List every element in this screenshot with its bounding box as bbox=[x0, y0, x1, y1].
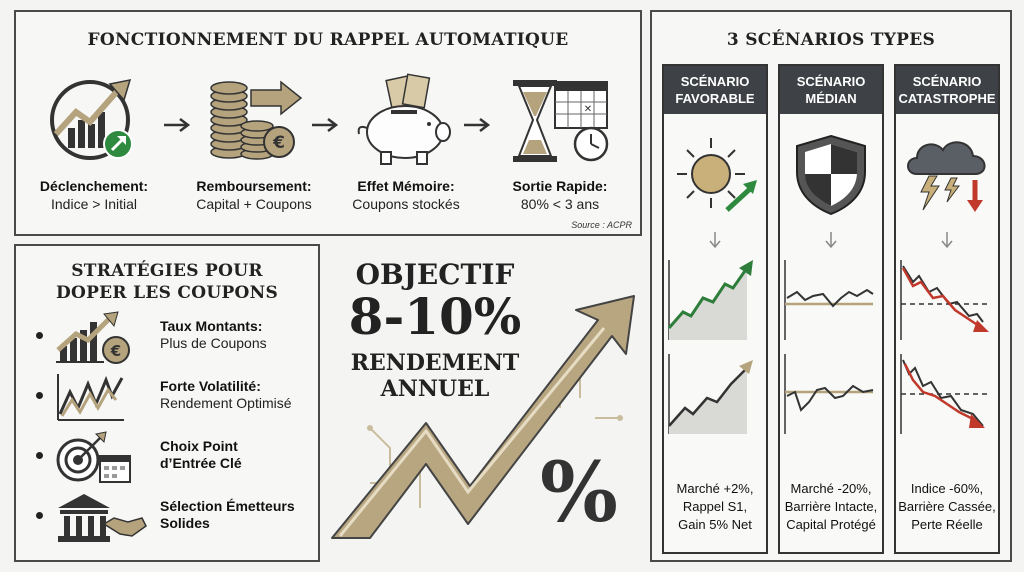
step-desc: Capital + Coupons bbox=[196, 196, 312, 212]
piggy-bank-icon bbox=[357, 73, 451, 165]
scenarios-title: 3 SCÉNARIOS TYPES bbox=[726, 30, 936, 50]
uptrend-chart-icon bbox=[667, 260, 753, 340]
scenario-result-line: Barrière Intacte, bbox=[784, 499, 878, 514]
bullet bbox=[36, 392, 43, 399]
rising-arrow-icon bbox=[331, 295, 635, 539]
source-note: Source : ACPR bbox=[571, 220, 632, 230]
trend-up-check-icon bbox=[50, 79, 133, 160]
flow-arrow-icon bbox=[312, 118, 339, 132]
svg-text:✕: ✕ bbox=[584, 104, 592, 115]
flat-chart-icon bbox=[784, 260, 874, 340]
strategy-name: Taux Montants: bbox=[160, 318, 263, 334]
step-desc: Coupons stockés bbox=[352, 196, 460, 212]
strategy-name: Sélection Émetteurs Solides bbox=[160, 498, 295, 532]
bank-handshake-icon bbox=[58, 494, 147, 542]
chart-euro-icon: € bbox=[56, 311, 130, 364]
strategy-item: Forte Volatilité: Rendement Optimisé bbox=[30, 370, 316, 426]
shield-icon bbox=[796, 134, 866, 216]
strategy-name-line2: d’Entrée Clé bbox=[160, 455, 242, 471]
scenario-favorable: SCÉNARIO FAVORABLE bbox=[662, 64, 768, 554]
strategy-item: Sélection Émetteurs Solides bbox=[30, 490, 316, 546]
scenario-header-line1: SCÉNARIO bbox=[680, 74, 750, 89]
bullet bbox=[36, 452, 43, 459]
scenario-header: SCÉNARIO FAVORABLE bbox=[664, 66, 766, 114]
scenario-header-line2: FAVORABLE bbox=[675, 91, 755, 106]
downtrend-chart-icon bbox=[900, 260, 991, 340]
objective-value: 8-10% bbox=[348, 287, 522, 346]
strategy-name-line1: Sélection Émetteurs bbox=[160, 498, 295, 514]
scenario-result-line: Barrière Cassée, bbox=[898, 499, 996, 514]
strategy-name: Forte Volatilité: bbox=[160, 378, 261, 394]
scenario-result: Marché +2%, Rappel S1, Gain 5% Net bbox=[664, 480, 766, 534]
strategy-item: Choix Point d’Entrée Clé bbox=[30, 430, 316, 486]
scenario-header: SCÉNARIO CATASTROPHE bbox=[896, 66, 998, 114]
svg-text:€: € bbox=[110, 342, 121, 360]
down-arrow-icon bbox=[709, 232, 721, 249]
strategy-desc: Rendement Optimisé bbox=[160, 395, 292, 411]
bullet bbox=[36, 512, 43, 519]
step-desc: 80% < 3 ans bbox=[520, 196, 600, 212]
step-exit: ✕ Sortie Rapide: 80% < 3 ans bbox=[490, 72, 630, 212]
down-arrow-icon bbox=[825, 232, 837, 249]
scenario-result: Indice -60%, Barrière Cassée, Perte Réel… bbox=[896, 480, 998, 534]
target-calendar-icon bbox=[56, 431, 131, 483]
svg-text:€: € bbox=[272, 133, 285, 153]
mechanism-panel: FONCTIONNEMENT DU RAPPEL AUTOMATIQUE Déc… bbox=[14, 10, 642, 236]
scenario-header-line2: MÉDIAN bbox=[805, 91, 857, 106]
storm-cloud-icon bbox=[907, 141, 986, 212]
step-trigger: Déclenchement: Indice > Initial bbox=[24, 72, 164, 212]
objective-section: OBJECTIF 8-10% RENDEMENT ANNUEL % bbox=[330, 248, 640, 558]
scenario-header-line1: SCÉNARIO bbox=[912, 74, 982, 89]
strategy-name: Choix Point d’Entrée Clé bbox=[160, 438, 242, 472]
coins-euro-icon: € bbox=[210, 80, 303, 160]
scenario-catastrophe: SCÉNARIO CATASTROPHE Indice -60%, bbox=[894, 64, 1000, 554]
strategy-desc: Plus de Coupons bbox=[160, 335, 267, 351]
scenario-result-line: Gain 5% Net bbox=[678, 517, 752, 532]
flow-arrow-icon bbox=[164, 118, 191, 132]
step-name: Effet Mémoire: bbox=[357, 178, 455, 194]
zigzag-chart-icon bbox=[57, 374, 124, 421]
rising-chart-icon bbox=[668, 354, 753, 434]
step-repayment: € Remboursement: Capital + Coupons bbox=[184, 72, 324, 212]
sun-arrow-icon bbox=[677, 138, 757, 212]
hourglass-calendar-icon: ✕ bbox=[513, 80, 609, 162]
scenario-header-line2: CATASTROPHE bbox=[898, 91, 996, 106]
strategy-item: € Taux Montants: Plus de Coupons bbox=[30, 310, 316, 366]
mechanism-title: FONCTIONNEMENT DU RAPPEL AUTOMATIQUE bbox=[87, 30, 569, 50]
step-name: Remboursement: bbox=[196, 178, 312, 194]
scenario-result-line: Marché +2%, bbox=[676, 481, 754, 496]
objective-label: OBJECTIF bbox=[355, 258, 515, 291]
scenario-result-line: Indice -60%, bbox=[910, 481, 984, 496]
strategies-panel: STRATÉGIES POUR DOPER LES COUPONS € Taux… bbox=[14, 244, 320, 562]
percent-sign: % bbox=[540, 445, 618, 541]
strategies-title-line2: DOPER LES COUPONS bbox=[55, 283, 279, 303]
bullet bbox=[36, 332, 43, 339]
sideways-chart-icon bbox=[784, 354, 874, 434]
strategies-title: STRATÉGIES POUR DOPER LES COUPONS bbox=[16, 260, 318, 304]
crash-chart-icon bbox=[900, 354, 991, 434]
scenarios-panel: 3 SCÉNARIOS TYPES SCÉNARIO FAVORABLE bbox=[650, 10, 1012, 562]
scenario-median: SCÉNARIO MÉDIAN Marché -20%, Barrière Int… bbox=[778, 64, 884, 554]
strategy-name-line2: Solides bbox=[160, 515, 210, 531]
down-arrow-icon bbox=[941, 232, 953, 249]
step-name: Sortie Rapide: bbox=[512, 178, 608, 194]
strategies-title-line1: STRATÉGIES POUR bbox=[71, 261, 263, 281]
step-memory: Effet Mémoire: Coupons stockés bbox=[336, 72, 476, 212]
scenario-result: Marché -20%, Barrière Intacte, Capital P… bbox=[780, 480, 882, 534]
step-name: Déclenchement: bbox=[39, 178, 149, 194]
objective-subtitle-line2: ANNUEL bbox=[380, 376, 490, 402]
scenario-header: SCÉNARIO MÉDIAN bbox=[780, 66, 882, 114]
objective-subtitle-line1: RENDEMENT bbox=[350, 350, 520, 376]
scenario-header-line1: SCÉNARIO bbox=[796, 74, 866, 89]
step-desc: Indice > Initial bbox=[51, 196, 137, 212]
scenario-result-line: Perte Réelle bbox=[911, 517, 983, 532]
flow-arrow-icon bbox=[464, 118, 491, 132]
strategy-name-line1: Choix Point bbox=[160, 438, 238, 454]
scenario-result-line: Marché -20%, bbox=[790, 481, 872, 496]
scenario-result-line: Rappel S1, bbox=[682, 499, 748, 514]
scenario-result-line: Capital Protégé bbox=[786, 517, 876, 532]
